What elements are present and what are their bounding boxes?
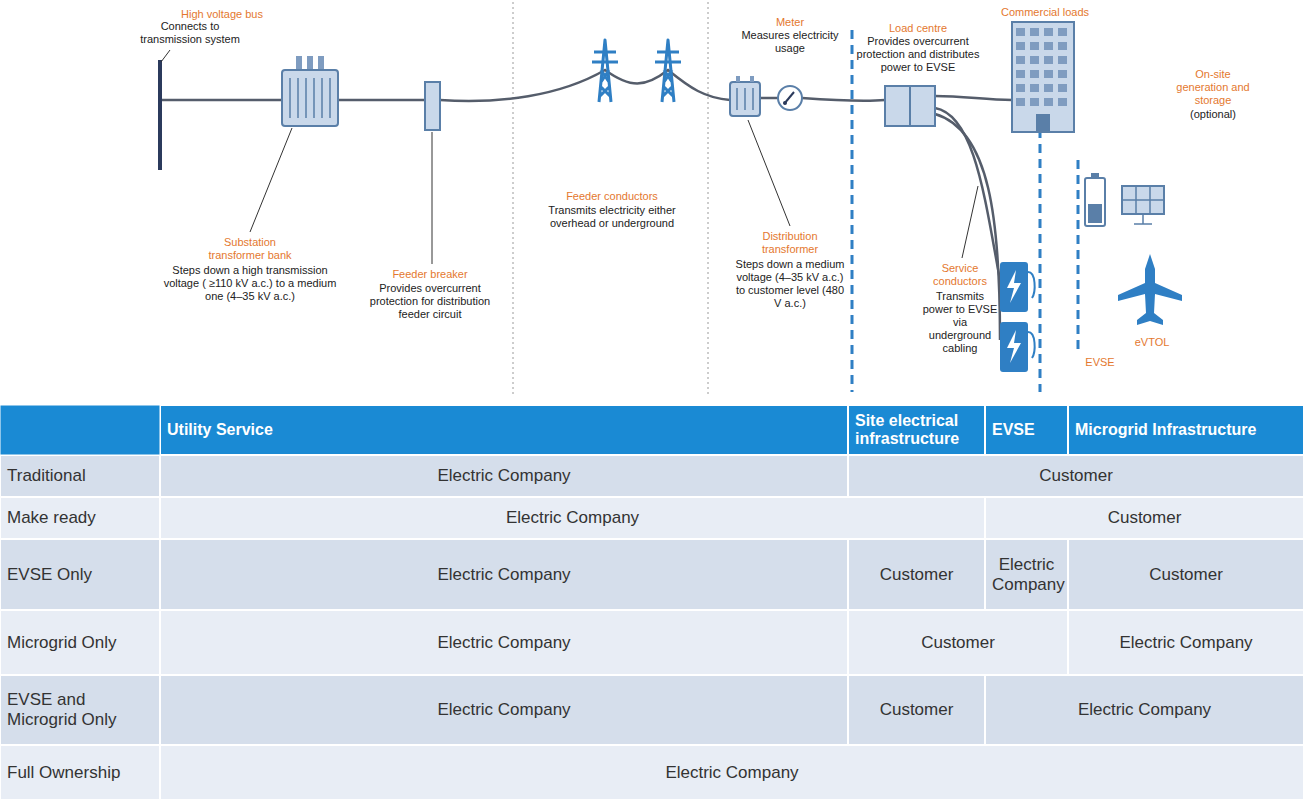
annotation: Distribution transformer — [742, 230, 838, 256]
aircraft-icon — [1118, 254, 1182, 325]
table-header-cell: EVSE — [985, 405, 1068, 455]
cell-text: Electric Company — [992, 555, 1061, 594]
table-row-header: EVSE and Microgrid Only — [0, 675, 160, 745]
table-cell: Customer — [848, 455, 1304, 497]
table-cell: Customer — [848, 539, 985, 610]
cell-text: Electric Company — [167, 633, 841, 653]
table-cell: Customer — [848, 675, 985, 745]
charger-icon — [1000, 262, 1035, 312]
section-divider — [513, 2, 514, 395]
cell-text: Customer — [1075, 565, 1297, 585]
bus-bar — [158, 60, 162, 170]
table-header-cell: Site electrical infrastructure — [848, 405, 985, 455]
leader-line — [748, 120, 790, 226]
solar-panel-icon — [1122, 186, 1164, 224]
table-row-header: EVSE Only — [0, 539, 160, 610]
load-centre-symbol — [885, 86, 935, 126]
annotation: Steps down a high transmission voltage (… — [158, 264, 343, 303]
leader-line — [962, 186, 978, 258]
table-cell: Electric Company — [160, 497, 985, 539]
table-cell: Electric Company — [160, 455, 848, 497]
cell-text: Electric Company — [1075, 633, 1297, 653]
annotation: Provides overcurrent protection for dist… — [360, 282, 500, 321]
charger-icon — [1000, 322, 1035, 372]
table-cell: Electric Company — [160, 675, 848, 745]
annotation: Load centre — [873, 22, 963, 35]
cell-text: Site electrical infrastructure — [855, 412, 978, 449]
cell-text: Customer — [855, 700, 978, 720]
annotation: EVSE — [1080, 356, 1120, 369]
annotation: Service conductors — [923, 262, 997, 288]
annotation: On-site generation and storage — [1171, 68, 1255, 107]
pole-symbol — [592, 40, 618, 102]
transformer-symbol — [282, 56, 338, 126]
annotation: Transmits electricity either overhead or… — [537, 204, 687, 230]
cell-text: Customer — [855, 633, 1061, 653]
table-cell: Customer — [848, 610, 1068, 675]
table-cell: Electric Company — [160, 610, 848, 675]
annotation: Connects to transmission system — [135, 20, 245, 46]
building-icon — [1012, 22, 1074, 132]
annotation: Feeder breaker — [375, 268, 485, 281]
cell-text: Microgrid Only — [7, 633, 153, 653]
leader-line — [161, 50, 170, 62]
annotation: Meter — [760, 16, 820, 29]
annotation: Substation transformer bank — [207, 236, 293, 262]
cell-text: Microgrid Infrastructure — [1075, 421, 1297, 439]
transformer-symbol — [730, 76, 760, 116]
boundary-line — [851, 30, 854, 392]
cell-text: EVSE Only — [7, 565, 153, 585]
table-cell: Electric Company — [1068, 610, 1304, 675]
table-row-header: Make ready — [0, 497, 160, 539]
annotation: Provides overcurrent protection and dist… — [856, 35, 981, 74]
table-row-header: Traditional — [0, 455, 160, 497]
annotation: (optional) — [1173, 108, 1253, 121]
meter-symbol — [778, 86, 802, 110]
cell-text: EVSE — [992, 421, 1061, 439]
table-header-cell — [0, 405, 160, 455]
table-cell: Electric Company — [160, 539, 848, 610]
pole-symbol — [655, 40, 681, 102]
table-row-header: Full Ownership — [0, 745, 160, 800]
table-cell: Customer — [985, 497, 1304, 539]
leader-line — [250, 128, 292, 232]
annotation: High voltage bus — [167, 8, 277, 21]
wire — [935, 96, 1012, 100]
cell-text: Customer — [855, 466, 1297, 486]
cell-text: Customer — [992, 508, 1297, 528]
cell-text: Customer — [855, 565, 978, 585]
battery-icon — [1085, 173, 1105, 226]
cell-text: Utility Service — [167, 421, 841, 439]
table-cell: Customer — [1068, 539, 1304, 610]
cell-text: EVSE and Microgrid Only — [7, 690, 153, 729]
table-header-cell: Microgrid Infrastructure — [1068, 405, 1304, 455]
cell-text: Electric Company — [167, 508, 978, 528]
cell-text: Electric Company — [167, 763, 1297, 783]
cell-text: Electric Company — [167, 466, 841, 486]
wire — [160, 70, 885, 101]
table-cell: Electric Company — [985, 675, 1304, 745]
annotation: eVTOL — [1127, 336, 1177, 349]
breaker-symbol — [425, 82, 440, 130]
table-cell: Electric Company — [985, 539, 1068, 610]
section-divider — [708, 2, 709, 395]
cell-text: Electric Company — [167, 700, 841, 720]
table-cell: Electric Company — [160, 745, 1304, 800]
annotation: Commercial loads — [980, 6, 1110, 19]
table-header-cell: Utility Service — [160, 405, 848, 455]
cell-text: Electric Company — [992, 700, 1297, 720]
cell-text: Make ready — [7, 508, 153, 528]
cell-text: Traditional — [7, 466, 153, 486]
cell-text: Electric Company — [167, 565, 841, 585]
annotation: Feeder conductors — [547, 190, 677, 203]
cell-text: Full Ownership — [7, 763, 153, 783]
annotation: Transmits power to EVSE via underground … — [921, 290, 999, 355]
leader-line — [432, 132, 433, 264]
boundary-line — [1077, 160, 1080, 350]
annotation: Steps down a medium voltage (4–35 kV a.c… — [735, 258, 845, 310]
annotation: Measures electricity usage — [740, 29, 840, 55]
table-row-header: Microgrid Only — [0, 610, 160, 675]
